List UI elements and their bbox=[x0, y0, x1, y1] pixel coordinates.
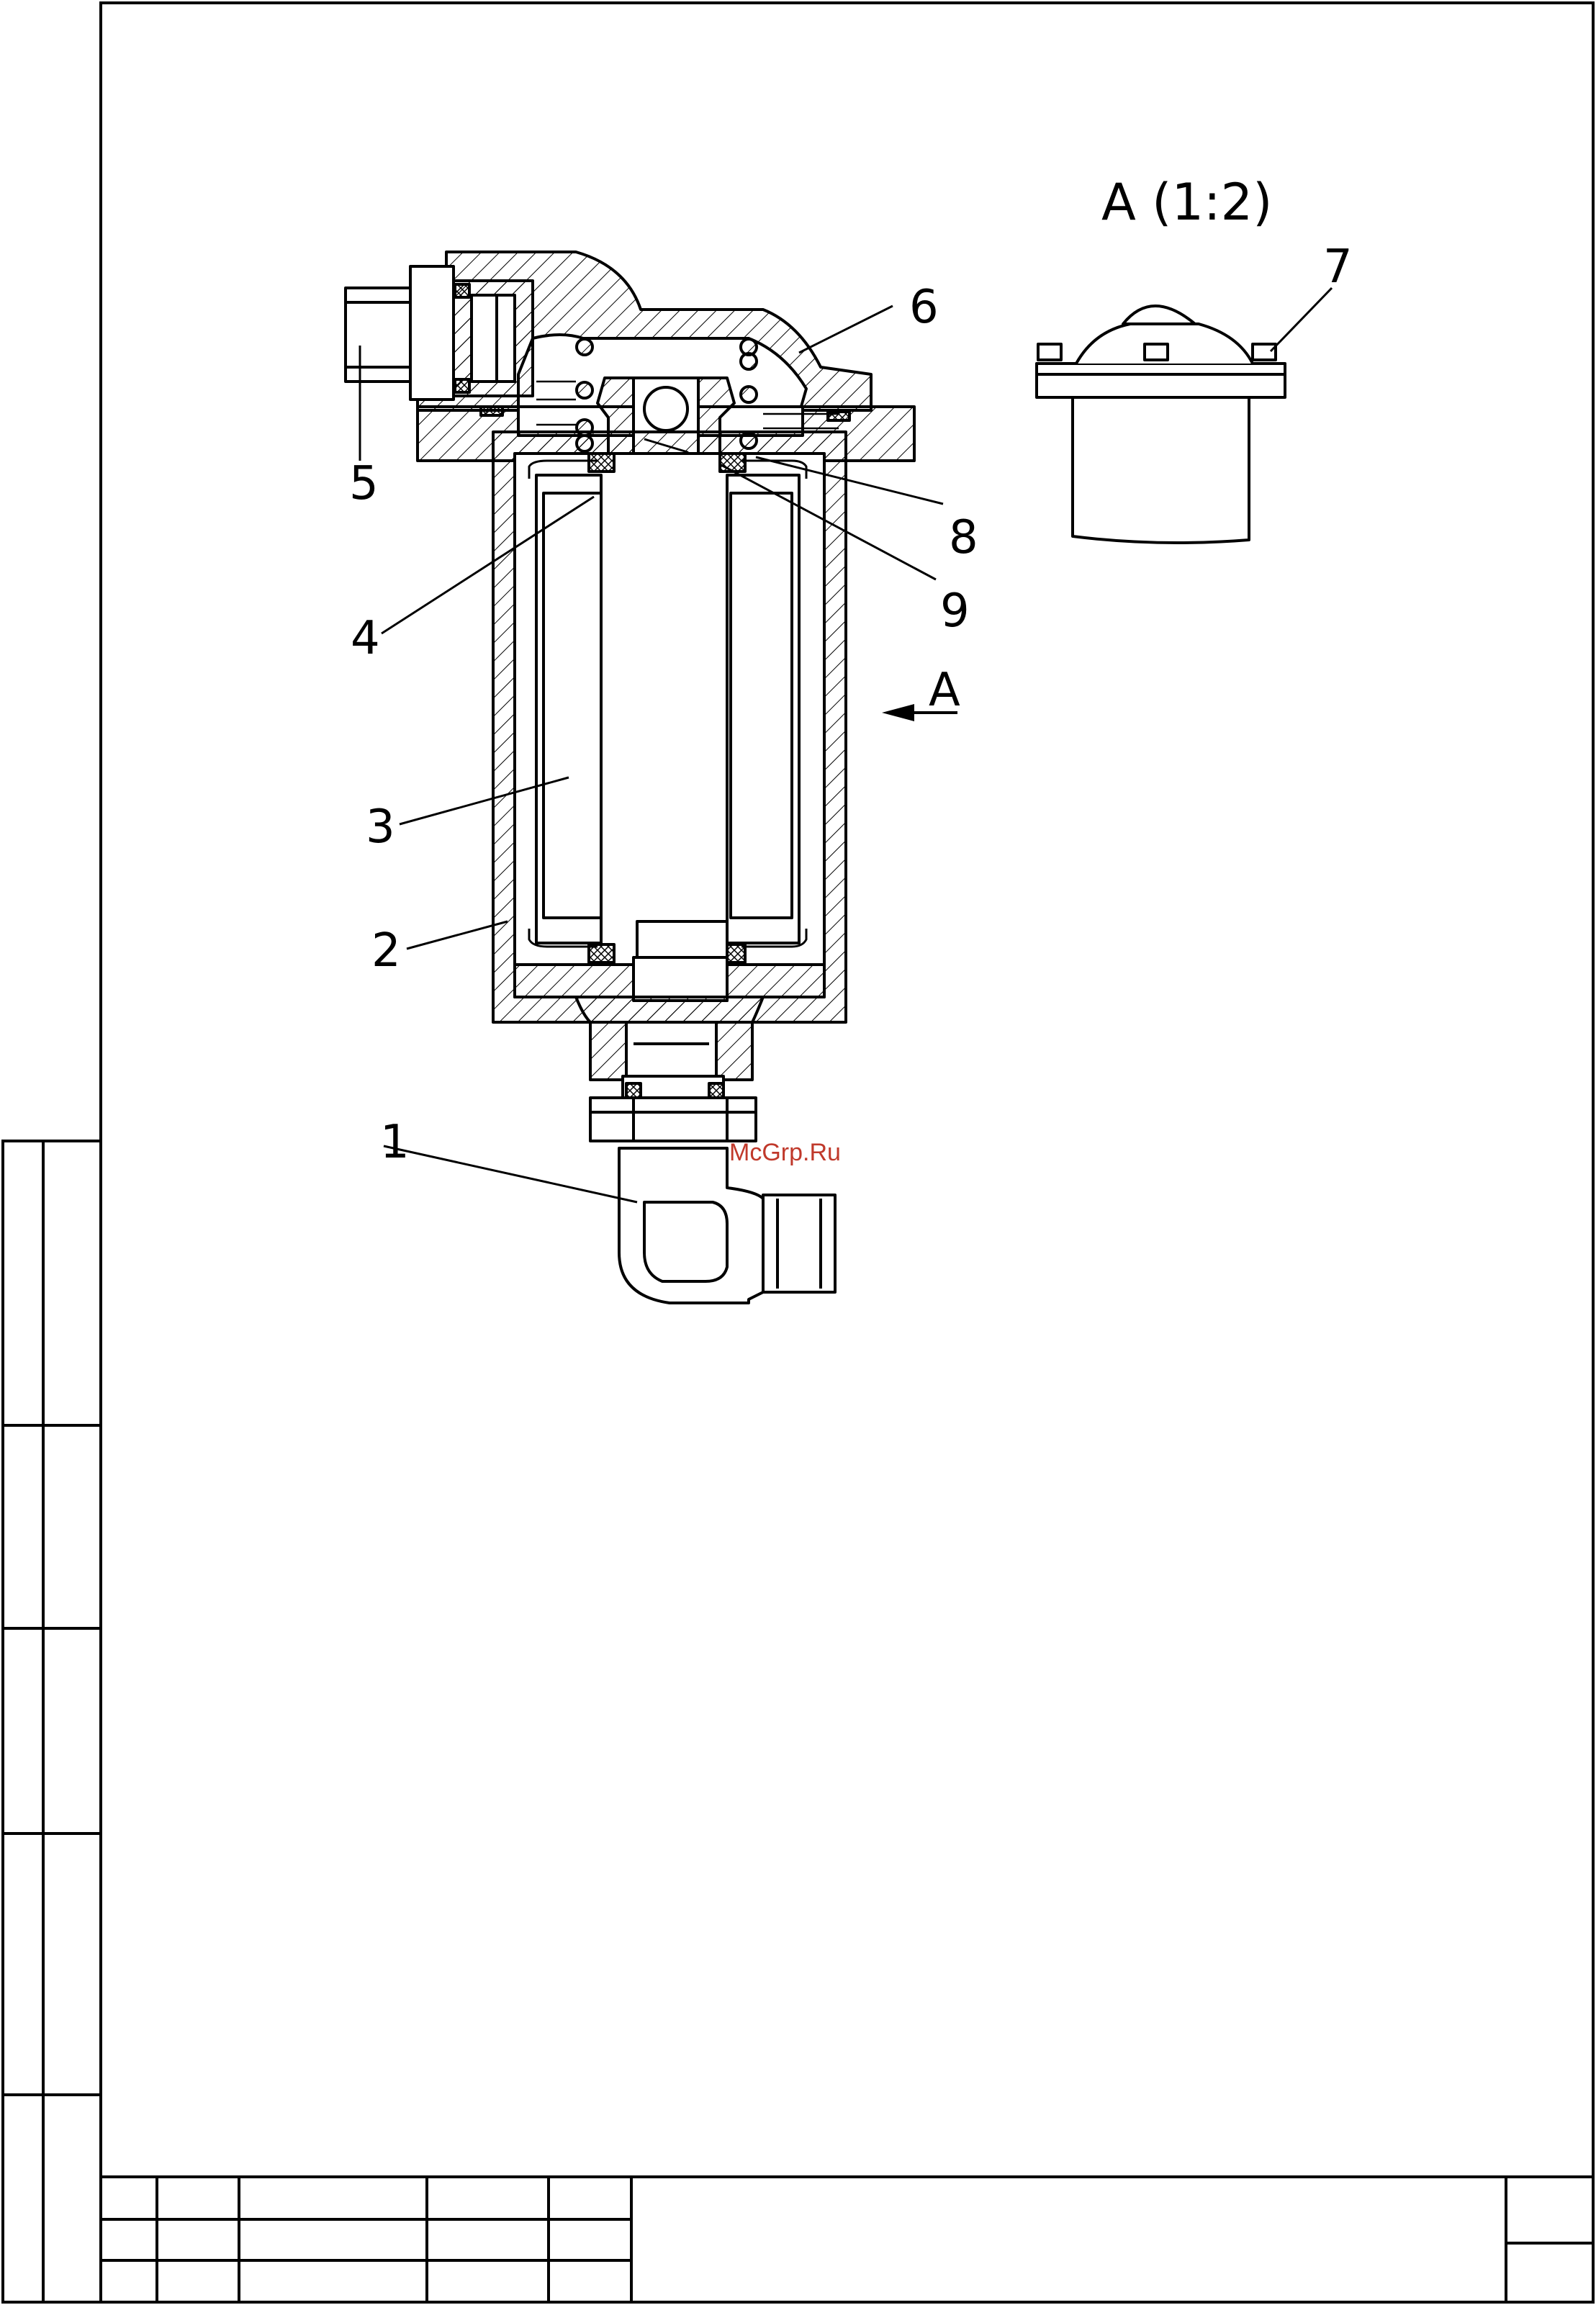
callout-3: 3 bbox=[366, 800, 395, 854]
outlet-nut bbox=[590, 1098, 756, 1141]
callout-6: 6 bbox=[909, 281, 939, 334]
watermark: McGrp.Ru bbox=[729, 1139, 841, 1166]
title-block bbox=[101, 2177, 1593, 2302]
callout-2: 2 bbox=[371, 924, 401, 978]
left-margin-strip bbox=[3, 1141, 101, 2302]
view-a-body bbox=[1073, 396, 1249, 543]
callout-7: 7 bbox=[1323, 240, 1353, 294]
callout-5: 5 bbox=[349, 457, 379, 510]
callout-1: 1 bbox=[380, 1116, 410, 1169]
view-a-detail bbox=[1037, 306, 1285, 543]
callout-4: 4 bbox=[351, 612, 380, 665]
section-arrow-a: A bbox=[882, 664, 960, 721]
elbow-nut bbox=[763, 1195, 835, 1292]
valve-ball bbox=[644, 387, 687, 430]
sheet-frame bbox=[101, 3, 1593, 2302]
callout-9: 9 bbox=[940, 585, 970, 638]
callout-8: 8 bbox=[949, 511, 978, 564]
section-arrow-label: A bbox=[929, 664, 960, 717]
view-a-dome bbox=[1123, 306, 1195, 324]
view-a-title: A (1:2) bbox=[1101, 173, 1272, 232]
view-a-flange bbox=[1037, 364, 1285, 397]
inlet-body bbox=[410, 266, 454, 400]
